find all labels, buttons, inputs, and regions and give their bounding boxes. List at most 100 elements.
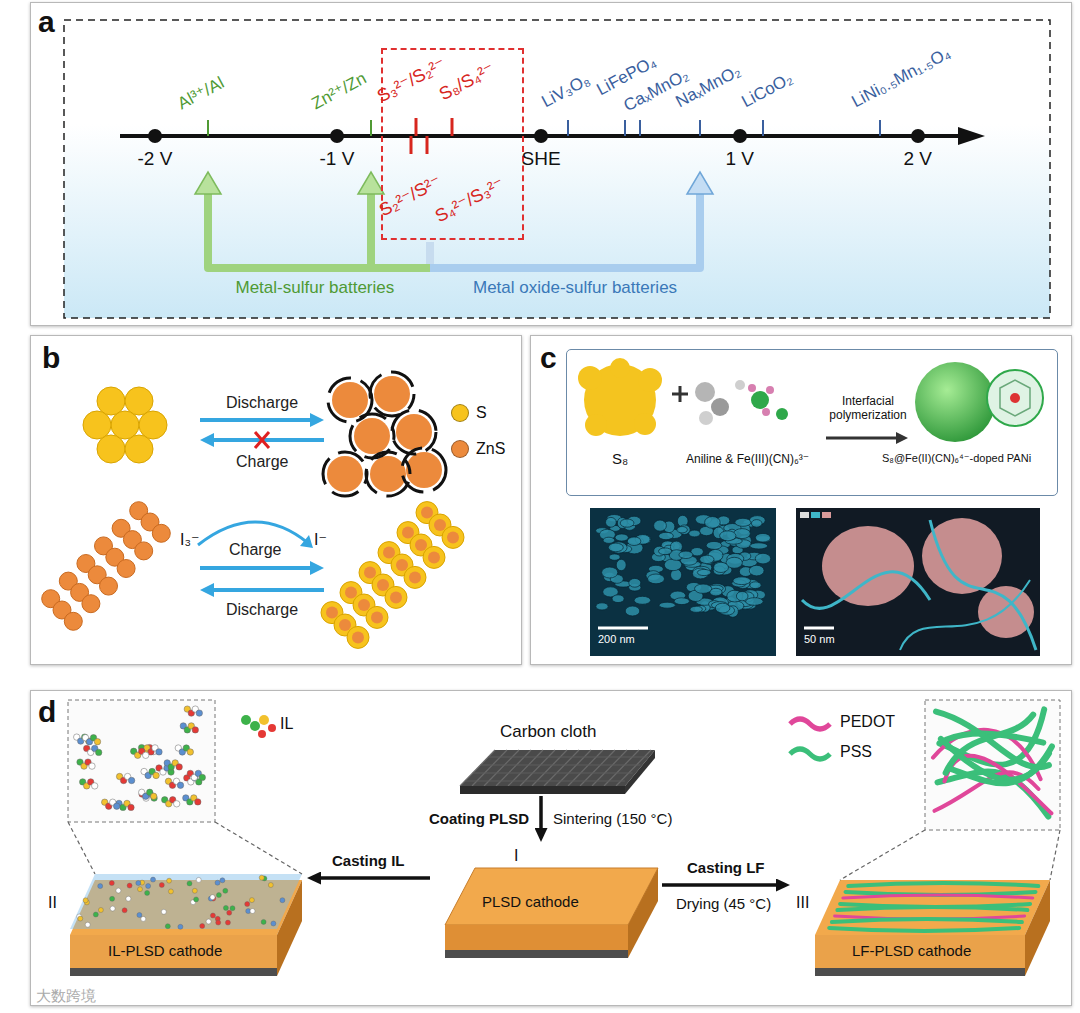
axis-tick-label: -1 V [320,148,355,171]
sem-grain [695,584,712,593]
sulfur-particle [83,411,111,439]
sem-grain [616,559,626,570]
zoom-box [68,700,215,822]
polymer-chain [949,747,1052,784]
ferricyanide-atom [766,386,774,394]
sulfur-particle [97,387,125,415]
bracket-arrowhead [687,172,713,194]
sem-grain [677,527,688,533]
particle-core [364,567,376,579]
sem-grain [629,578,641,587]
ionic-liquid-dot [187,881,192,886]
sem-grain [615,534,628,541]
sem-grain [612,595,624,603]
ionic-liquid-dot [206,919,211,924]
species-label: S₈ [612,450,628,468]
particle-core [371,611,383,623]
particle-core [352,631,364,643]
particle [366,606,388,628]
ionic-liquid-dot [159,883,164,888]
potential-tick [370,120,372,136]
ionic-liquid-dot [230,906,235,911]
broken-shell [370,372,414,416]
sulfur-blob [610,358,630,378]
ionic-liquid-dot [151,877,156,882]
part-label: IL-PLSD cathode [108,942,222,960]
synthesis-arrow [826,437,896,440]
sem-grain [706,541,722,549]
legend-swatch [451,440,469,458]
reaction-arrowhead [300,535,313,548]
ionic-liquid-molecule [176,764,182,770]
coated-sphere [915,362,995,442]
ferricyanide-atom [762,408,770,416]
scale-bar [804,627,834,630]
polymer-strand [843,895,1033,898]
sem-grain [700,555,714,563]
ionic-liquid-molecule [114,803,120,809]
process-arrow [321,876,430,880]
ionic-liquid-dot [138,887,143,892]
ionic-liquid-molecule [174,801,180,807]
ionic-liquid-dot [259,875,264,880]
cathode-slab [445,925,628,950]
part-label: PLSD cathode [482,893,579,911]
ionic-liquid-dot [83,898,88,903]
particle [442,526,464,548]
particle [423,546,445,568]
process-arrow [662,883,776,887]
cathode-slab [1025,880,1050,976]
potential-tick [879,120,881,136]
sem-grain [654,520,667,531]
sem-grain [749,565,764,576]
sem-grain [659,532,674,539]
legend-label: PSS [840,742,872,761]
sem-grain [602,567,618,578]
sem-image: 200 nm [590,508,776,656]
axis-dot [148,129,162,143]
ionic-liquid-molecule [156,749,162,755]
sem-grain [648,574,665,584]
cathode-slab [70,935,277,968]
polysulfide-window: S₃²⁻/S₂²⁻S₈/S₄²⁻S₂²⁻/S²⁻S₄²⁻/S₃²⁻ [381,48,524,240]
ionic-liquid-molecule [151,793,157,799]
panel-frame: Carbon clothIPLSD cathodeIIIL-PLSD catho… [30,690,1072,1006]
step-label: Casting IL [332,852,405,870]
broken-shell [366,452,410,496]
zns-particle [370,456,406,492]
particle-core [326,607,338,619]
sem-grain [627,537,641,546]
cathode-slab [628,868,658,958]
cloth-fiber [480,765,640,766]
ionic-liquid-dot [136,881,141,886]
process-arrow [539,796,543,828]
ionic-liquid-dot [210,895,215,900]
zns-particle [327,456,363,492]
sulfur-blob [585,414,607,436]
ionic-liquid-dot [271,921,276,926]
legend-sample [268,724,276,732]
sem-grain [755,553,770,564]
axis-arrowhead [958,127,985,145]
legend-sample [790,749,830,759]
potential-tick [415,118,418,136]
sem-grain [714,562,729,572]
sem-grain [659,602,675,608]
step-label: Interfacial polymerization [816,394,920,423]
condition-label: Drying (45 °C) [676,895,771,913]
reaction-arrowhead [200,433,214,447]
ionic-liquid-molecule [143,752,149,758]
ionic-liquid-dot [137,913,142,918]
ionic-liquid-dot [145,890,150,895]
reaction-arrowhead [310,561,324,575]
step-label: Casting LF [687,859,765,877]
potential-tick [207,120,209,136]
sulfur-blob [634,413,656,435]
ionic-liquid-dot [225,920,230,925]
ionic-liquid-dot [223,905,228,910]
ionic-liquid-dot [223,888,228,893]
sem-grain [715,603,730,613]
reaction-arrow [212,588,324,592]
sulfur-particle [125,435,153,463]
cathode: IPLSD cathode [430,842,662,964]
